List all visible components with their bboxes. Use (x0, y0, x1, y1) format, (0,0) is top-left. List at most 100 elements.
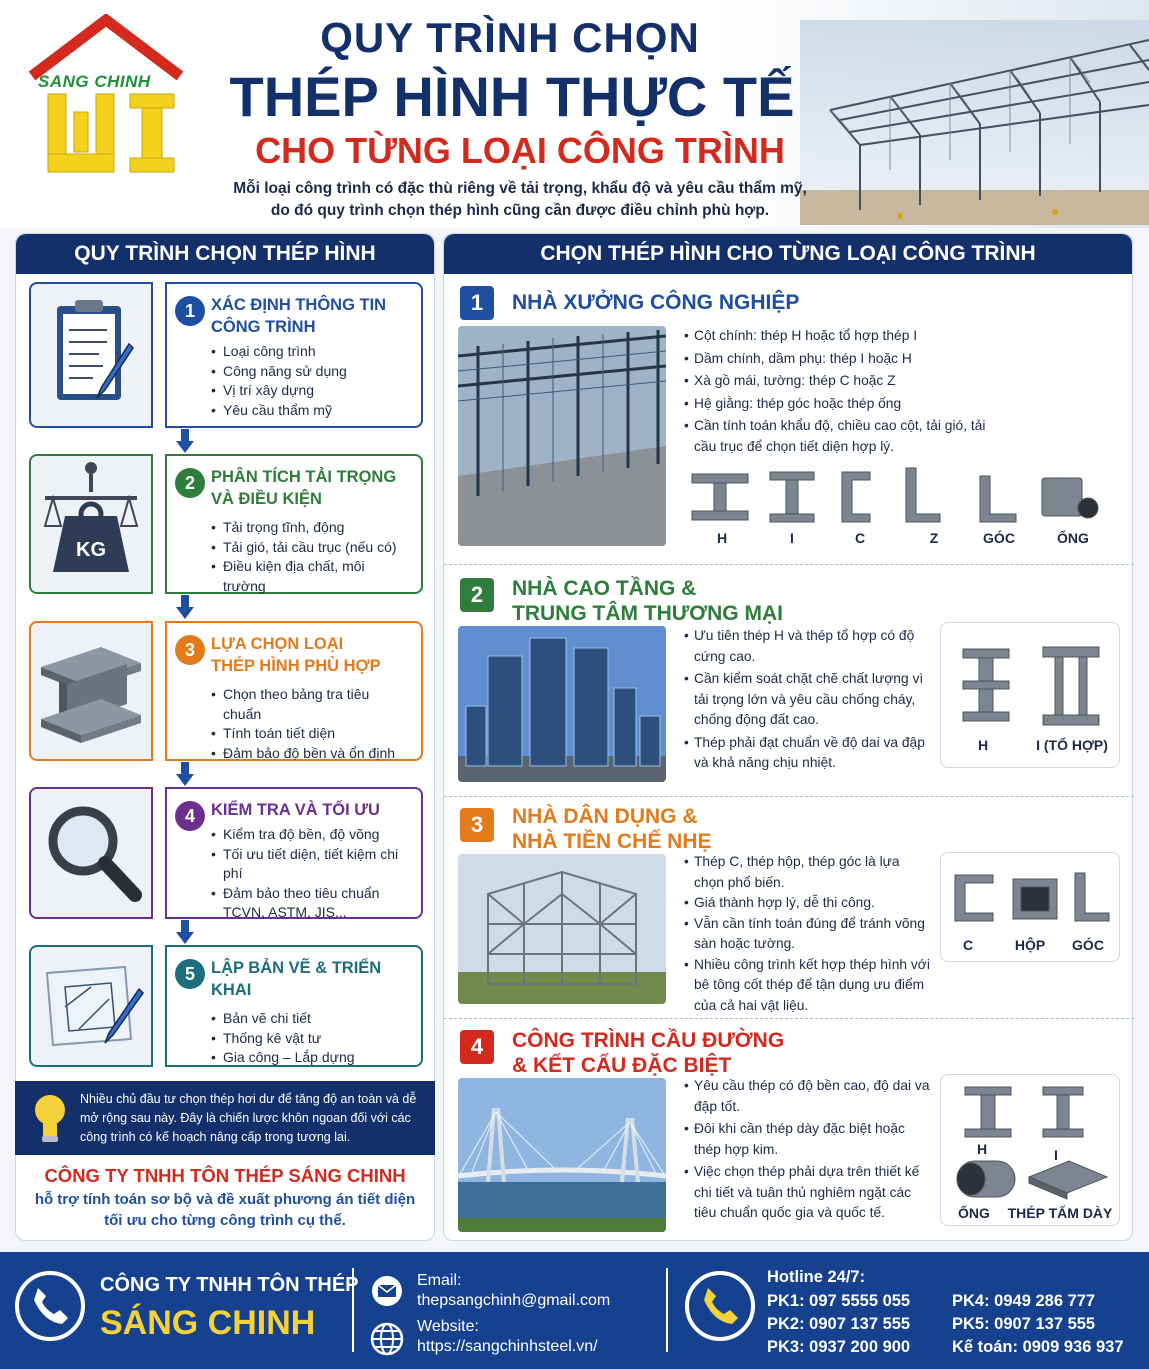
footer: CÔNG TY TNHH TÔN THÉP SÁNG CHINH Email: … (0, 1252, 1149, 1369)
section-2-title: NHÀ CAO TẦNG & TRUNG TÂM THƯƠNG MẠI (512, 576, 783, 626)
step-4-image (29, 787, 153, 919)
list-item: Thống kê vật tư (211, 1029, 411, 1049)
prefab-house-photo (458, 854, 666, 1004)
process-panel: QUY TRÌNH CHỌN THÉP HÌNH 1 XÁC ĐỊNH THÔN… (15, 233, 435, 1241)
steel-label-ong: ỐNG (1057, 530, 1089, 546)
company-support-line-2: tối ưu cho từng công trình cụ thể. (104, 1212, 346, 1229)
hotline-pk2[interactable]: PK2: 0907 137 555 (767, 1315, 911, 1333)
list-item: Thép phải đạt chuẩn về độ dai va đập và … (684, 733, 934, 774)
list-item: Công năng sử dụng (211, 362, 411, 382)
email-link[interactable]: thepsangchinh@gmail.com (417, 1292, 611, 1309)
section-2-number: 2 (460, 578, 494, 612)
step-4-body: 4 KIỂM TRA VÀ TỐI ƯU Kiểm tra độ bền, độ… (165, 787, 423, 920)
section-3-title-line-1: NHÀ DÂN DỤNG & (512, 805, 698, 828)
hotline-pk5[interactable]: PK5: 0907 137 555 (952, 1315, 1096, 1333)
process-step-2: KG 2 PHÂN TÍCH TẢI TRỌNG VÀ ĐIỀU KIỆN Tả… (29, 454, 423, 594)
list-item: Tính toán tiết diện (211, 724, 411, 744)
divider (666, 1268, 668, 1352)
high-rise-photo (458, 626, 666, 782)
company-support-line-1: hỗ trợ tính toán sơ bộ và đề xuất phương… (34, 1191, 416, 1208)
step-3-image (29, 621, 153, 761)
list-item: Gia công – Lắp dựng (211, 1048, 411, 1068)
z-section-icon (905, 467, 941, 523)
pipe-icon (1041, 477, 1099, 519)
logo-brand-text: SANG CHINH (38, 72, 151, 91)
list-item: Cột chính: thép H hoặc tổ hợp thép I (684, 326, 1124, 347)
arrow-down-icon (176, 762, 194, 786)
section-3-number: 3 (460, 808, 494, 842)
list-item: Chọn theo bảng tra tiêu chuẩn (211, 685, 411, 724)
tip-text: Nhiều chủ đầu tư chọn thép hơi dư để tăn… (80, 1092, 417, 1144)
step-5-title: LẬP BẢN VẼ & TRIỂN KHAI (211, 959, 382, 999)
steel-frame-hero-image (800, 20, 1149, 225)
section-2-list: Ưu tiên thép H và thép tổ hợp có độ cứng… (684, 626, 934, 774)
steel-label-z: Z (929, 530, 939, 546)
hotline-pk3[interactable]: PK3: 0937 200 900 (767, 1338, 911, 1356)
steel-shapes-3 (954, 872, 1110, 922)
arrow-down-icon (176, 429, 194, 453)
list-item: Vị trí xây dựng (211, 381, 411, 401)
step-5-number: 5 (175, 959, 205, 989)
list-item: Điều kiện địa chất, môi trường (211, 557, 411, 596)
factory-photo (458, 326, 666, 546)
steel-label-c: C (962, 937, 974, 953)
step-3-list: Chọn theo bảng tra tiêu chuẩn Tính toán … (211, 685, 411, 763)
step-2-number: 2 (175, 468, 205, 498)
steel-shapes-2 (962, 646, 1100, 726)
step-1-image (29, 282, 153, 428)
hotline-accounting[interactable]: Kế toán: 0909 936 937 (952, 1338, 1124, 1356)
process-step-3: 3 LỰA CHỌN LOẠI THÉP HÌNH PHÙ HỢP Chọn t… (29, 621, 423, 763)
section-bridges: 4 CÔNG TRÌNH CẦU ĐƯỜNG & KẾT CẤU ĐẶC BIỆ… (444, 1024, 1134, 1236)
process-panel-heading: QUY TRÌNH CHỌN THÉP HÌNH (16, 234, 434, 274)
list-item: Thép C, thép hộp, thép góc là lựa chọn p… (684, 852, 930, 893)
scale-weight-icon: KG (43, 462, 139, 572)
subtitle-line-2: do đó quy trình chọn thép hình cũng cần … (270, 202, 770, 219)
website-link[interactable]: https://sangchinhsteel.vn/ (417, 1338, 598, 1355)
title-line-2: THÉP HÌNH THỰC TẾ (229, 65, 795, 128)
step-1-list: Loại công trình Công năng sử dụng Vị trí… (211, 342, 411, 420)
step-1-number: 1 (175, 296, 205, 326)
footer-company-line-1: CÔNG TY TNHH TÔN THÉP (100, 1274, 359, 1296)
section-3-title: NHÀ DÂN DỤNG & NHÀ TIỀN CHẾ NHẸ (512, 804, 712, 854)
steel-label-c: C (854, 530, 866, 546)
section-2-title-line-2: TRUNG TÂM THƯƠNG MẠI (512, 602, 783, 625)
step-3-title-line-2: THÉP HÌNH PHÙ HỢP (211, 657, 381, 675)
divider (352, 1268, 354, 1352)
list-item: Đôi khi cần thép dày đặc biệt hoặc thép … (684, 1119, 932, 1160)
steel-label-hop: HỘP (1014, 937, 1046, 953)
steel-box-3: C HỘP GÓC (940, 852, 1120, 962)
step-3-title: LỰA CHỌN LOẠI THÉP HÌNH PHÙ HỢP (211, 633, 411, 677)
step-2-title: PHÂN TÍCH TẢI TRỌNG VÀ ĐIỀU KIỆN (211, 466, 411, 510)
company-support: CÔNG TY TNHH TÔN THÉP SÁNG CHINH hỗ trợ … (15, 1165, 435, 1231)
divider (444, 1018, 1134, 1019)
footer-company-line-2: SÁNG CHINH (100, 1304, 316, 1342)
steel-label-h: H (716, 530, 728, 546)
step-2-title-line-2: VÀ ĐIỀU KIỆN (211, 490, 322, 508)
subtitle-line-1: Mỗi loại công trình có đặc thù riêng về … (233, 180, 807, 197)
angle-steel-icon (979, 475, 1017, 523)
company-name: CÔNG TY TNHH TÔN THÉP SÁNG CHINH (44, 1165, 406, 1186)
email-label: Email: (417, 1272, 462, 1289)
step-3-number: 3 (175, 635, 205, 665)
hotline-pk4[interactable]: PK4: 0949 286 777 (952, 1292, 1096, 1310)
list-item: Tải trọng tĩnh, động (211, 518, 411, 538)
built-up-i-beam-icon (1042, 646, 1100, 726)
angle-steel-icon (1074, 872, 1110, 922)
globe-icon (370, 1322, 404, 1356)
steel-label-ong: ỐNG (958, 1205, 990, 1221)
process-step-1: 1 XÁC ĐỊNH THÔNG TIN CÔNG TRÌNH Loại côn… (29, 282, 423, 428)
step-5-body: 5 LẬP BẢN VẼ & TRIỂN KHAI Bản vẽ chi tiế… (165, 945, 423, 1067)
section-high-rise: 2 NHÀ CAO TẦNG & TRUNG TÂM THƯƠNG MẠI Ưu… (444, 572, 1134, 792)
arrow-down-icon (176, 920, 194, 944)
pipe-icon (956, 1160, 1016, 1198)
step-1-title-line-2: CÔNG TRÌNH (211, 318, 316, 336)
hotline-pk1[interactable]: PK1: 097 5555 055 (767, 1292, 911, 1310)
thick-plate-icon (1027, 1160, 1109, 1200)
process-step-4: 4 KIỂM TRA VÀ TỐI ƯU Kiểm tra độ bền, độ… (29, 787, 423, 920)
list-item: Yêu cầu thẩm mỹ (211, 401, 411, 421)
section-residential: 3 NHÀ DÂN DỤNG & NHÀ TIỀN CHẾ NHẸ Thép C… (444, 802, 1134, 1013)
title-line-3: CHO TỪNG LOẠI CÔNG TRÌNH (255, 130, 785, 171)
list-item: Việc chọn thép phải dựa trên thiết kế ch… (684, 1162, 932, 1224)
section-industrial-factory: 1 NHÀ XƯỞNG CÔNG NGHIỆP Cột chính: thép … (444, 282, 1134, 562)
c-channel-icon (841, 471, 871, 523)
